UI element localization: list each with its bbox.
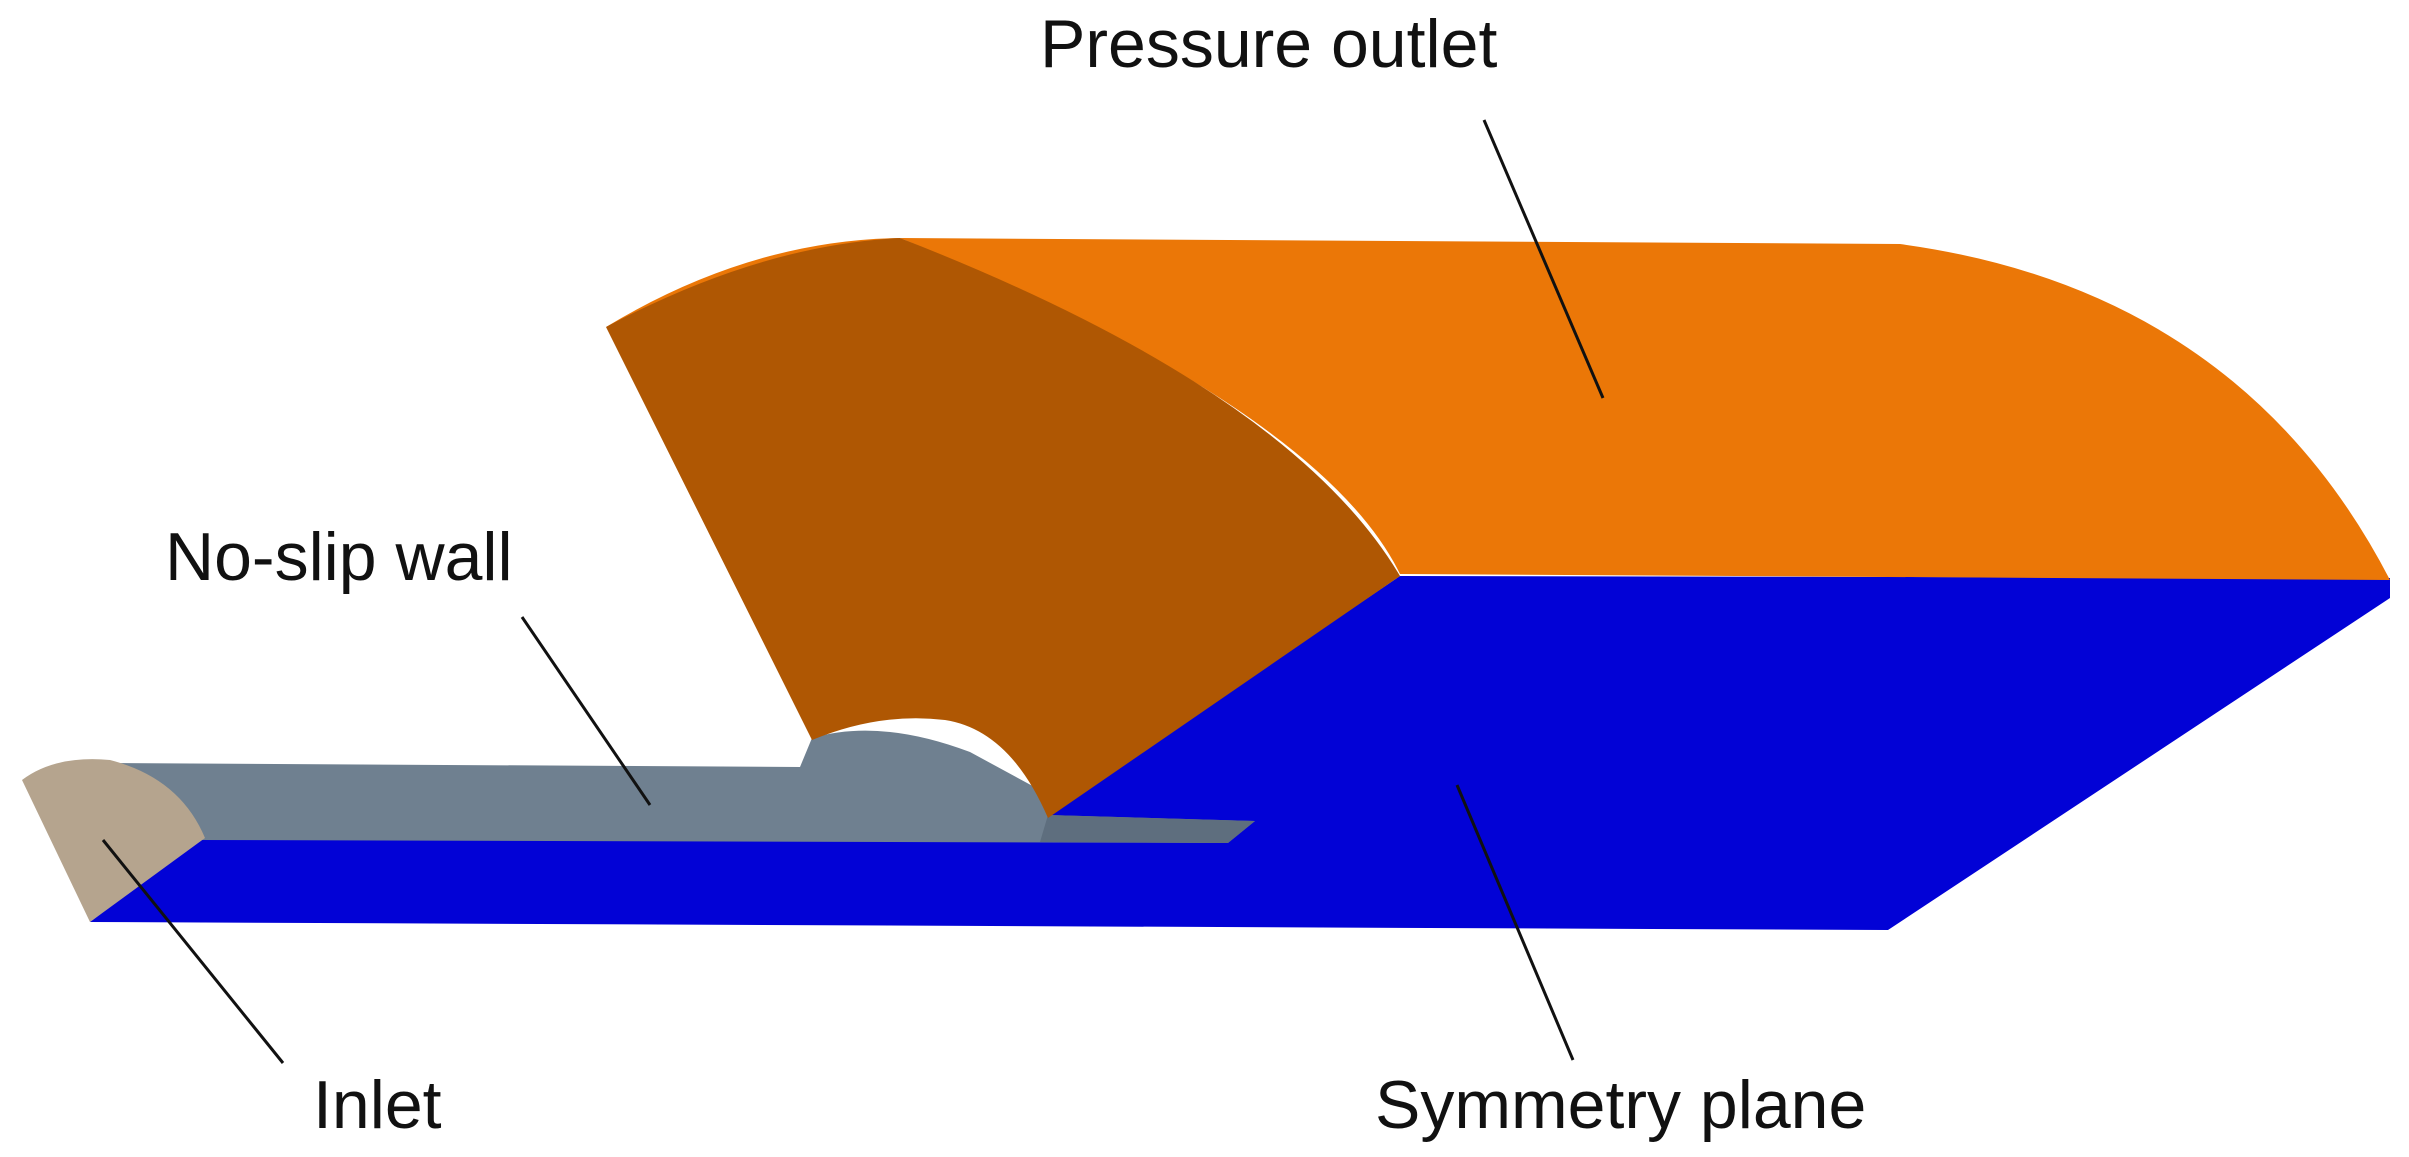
symmetry-plane-leader — [1455, 784, 1575, 1061]
no-slip-wall-label: No-slip wall — [165, 519, 513, 595]
no-slip-wall-surface — [110, 730, 1255, 843]
pressure-outlet-leader — [1482, 119, 1605, 399]
no-slip-wall-leader — [520, 616, 652, 806]
inlet-label: Inlet — [313, 1067, 442, 1143]
pressure-outlet-surface — [606, 238, 2390, 580]
pressure-outlet-front-face — [606, 238, 1400, 818]
symmetry-plane-label: Symmetry plane — [1375, 1067, 1866, 1143]
inlet-leader — [101, 839, 285, 1064]
no-slip-wall-shade — [1040, 815, 1255, 843]
pressure-outlet-label: Pressure outlet — [1040, 6, 1497, 82]
inlet-surface — [22, 759, 205, 922]
symmetry-plane-surface — [90, 576, 2390, 930]
